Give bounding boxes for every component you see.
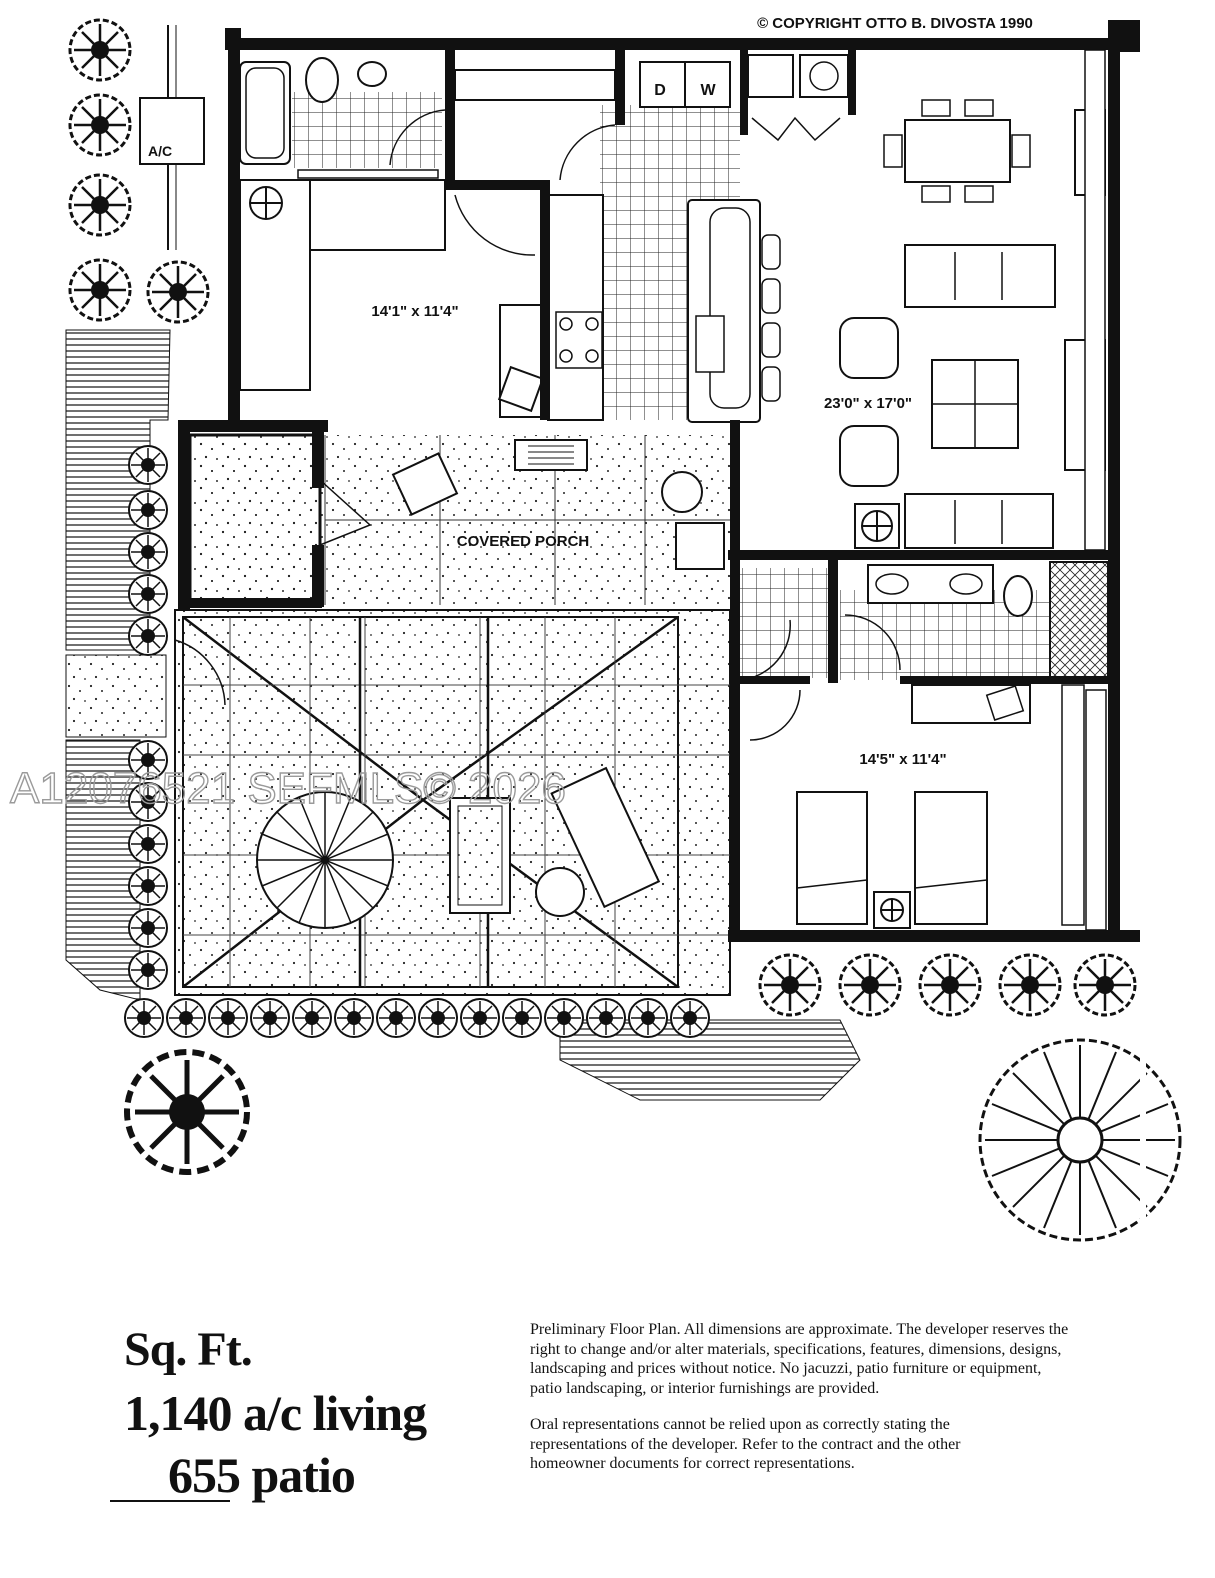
copyright-notice: © COPYRIGHT OTTO B. DIVOSTA 1990 bbox=[757, 15, 1033, 32]
bedroom-1-dimensions: 14'1" x 11'4" bbox=[371, 303, 458, 320]
sqft-underline bbox=[110, 1500, 230, 1502]
bottom-landscaping bbox=[124, 20, 1182, 1250]
disclaimer-paragraph-1: Preliminary Floor Plan. All dimensions a… bbox=[530, 1321, 1069, 1397]
watermark: A12076521 SEFMLS© 2026 bbox=[10, 764, 566, 813]
sqft-living: 1,140 a/c living bbox=[124, 1385, 427, 1441]
sqft-patio: 655 patio bbox=[168, 1447, 356, 1503]
bedroom-2: 14'5" x 11'4" bbox=[749, 684, 1085, 929]
covered-porch-label: COVERED PORCH bbox=[457, 533, 590, 550]
windows bbox=[297, 49, 1107, 931]
kitchen bbox=[454, 69, 781, 423]
covered-porch: COVERED PORCH bbox=[188, 433, 730, 607]
ac-unit: A/C bbox=[139, 97, 205, 165]
exterior-walls bbox=[178, 20, 1143, 942]
floor-plan: © COPYRIGHT OTTO B. DIVOSTA 1990 A/C bbox=[9, 15, 1182, 1250]
bedroom-2-dimensions: 14'5" x 11'4" bbox=[859, 751, 946, 768]
svg-text:D: D bbox=[654, 82, 666, 99]
left-landscaping bbox=[65, 18, 247, 1172]
bathroom-1 bbox=[239, 55, 446, 170]
laundry: D W bbox=[639, 54, 849, 142]
svg-text:A/C: A/C bbox=[148, 143, 172, 159]
living-dining-room: 23'0" x 17'0" bbox=[824, 99, 1106, 549]
disclaimer-paragraph-2: Oral representations cannot be relied up… bbox=[530, 1416, 961, 1472]
svg-text:W: W bbox=[700, 82, 716, 99]
bathroom-2 bbox=[739, 561, 1109, 681]
bedroom-1: 14'1" x 11'4" bbox=[239, 179, 545, 420]
screened-patio bbox=[174, 609, 731, 996]
sqft-heading: Sq. Ft. bbox=[124, 1323, 253, 1376]
living-dimensions: 23'0" x 17'0" bbox=[824, 395, 912, 412]
